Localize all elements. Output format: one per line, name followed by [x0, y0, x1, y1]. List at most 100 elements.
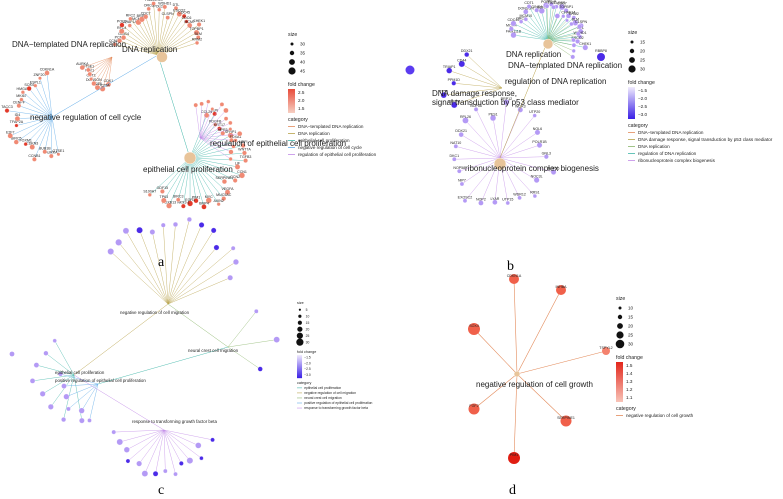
- category-label: DNA replication: [506, 50, 561, 59]
- gene-label: ESCO2: [173, 9, 185, 13]
- network-edge: [189, 113, 215, 159]
- gene-node: [464, 52, 470, 58]
- gene-node: [273, 336, 280, 343]
- network-edge: [547, 7, 554, 41]
- gene-node: [14, 123, 19, 128]
- gene-node: [223, 116, 229, 121]
- category-node: [513, 370, 521, 378]
- panel-c: negative regulation of cell migrationneu…: [9, 216, 373, 477]
- network-edge: [139, 230, 169, 305]
- gene-node: [149, 229, 156, 235]
- gene-label: CCNB1: [28, 154, 40, 158]
- gene-label: DKC1: [450, 154, 460, 158]
- network-edge: [195, 105, 201, 139]
- gene-label: SOX4: [24, 83, 34, 87]
- legend-fc-value: −1.5: [304, 356, 311, 360]
- network-edge: [189, 157, 228, 193]
- gene-node: [468, 403, 480, 415]
- network-edge: [199, 137, 234, 147]
- gene-label: RBBP8: [448, 100, 460, 104]
- legend-fc-value: 2.0: [298, 98, 305, 103]
- gene-label: PIM1: [192, 195, 200, 199]
- gene-node: [597, 53, 605, 61]
- legend-fc-value: 1.4: [626, 371, 633, 376]
- legend-category-label: DNA−templated DNA replication: [298, 124, 364, 129]
- gene-label: ESCO2: [571, 36, 583, 40]
- gene-label: DDX21: [455, 129, 467, 133]
- network-edge: [39, 78, 53, 118]
- network-edge: [189, 157, 238, 168]
- legend-fc-value: −2.0: [638, 96, 648, 101]
- legend-size-value: 30: [300, 42, 306, 47]
- legend-size-dot: [628, 65, 636, 73]
- gene-label: NIP7: [458, 179, 466, 183]
- network-edge: [163, 429, 166, 472]
- network-edge: [50, 374, 75, 407]
- network-edge: [63, 383, 99, 387]
- legend-size-title: size: [297, 301, 304, 305]
- gene-label: PES1: [488, 113, 497, 117]
- category-node: [493, 157, 507, 171]
- legend-fc-title: fold change: [288, 82, 315, 88]
- gene-node: [503, 99, 510, 106]
- gene-label: TRIAP1: [443, 65, 456, 69]
- gene-node: [58, 371, 63, 377]
- gene-node: [128, 16, 133, 21]
- gene-node: [565, 13, 572, 19]
- gene-node: [193, 29, 200, 36]
- gene-node: [117, 38, 123, 44]
- gene-label: DONSON: [518, 6, 534, 10]
- gene-label: NPR3: [218, 128, 228, 132]
- legend-category-label: epithelial cell proliferation: [298, 138, 350, 143]
- gene-node: [558, 3, 565, 11]
- gene-node: [219, 102, 225, 107]
- network-edge: [199, 137, 231, 160]
- category-label: DNA−templated DNA replication: [508, 61, 622, 70]
- network-edge: [461, 63, 503, 89]
- gene-label: TSPYL2: [599, 346, 612, 350]
- legend-fc-value: 1.1: [626, 395, 633, 400]
- gene-label: HOXB13: [162, 200, 176, 204]
- gene-node: [517, 195, 522, 201]
- gene-node: [56, 152, 61, 157]
- gene-node: [229, 137, 234, 143]
- network-edge: [97, 346, 229, 385]
- category-label: regulation of epithelial cell proliferat…: [210, 139, 346, 148]
- network-edge: [547, 6, 557, 41]
- gene-label: ZNF207: [33, 73, 46, 77]
- gene-node: [147, 192, 152, 197]
- network-edge: [167, 303, 229, 348]
- network-edge: [199, 104, 223, 139]
- gene-label: FGF2: [469, 404, 478, 408]
- legend-size-value: 30: [628, 342, 634, 347]
- network-edge: [157, 32, 197, 56]
- gene-node: [136, 226, 143, 234]
- legend-fc-bar: [616, 362, 623, 402]
- gene-node: [201, 204, 207, 210]
- gene-node: [122, 227, 130, 234]
- network-edge: [102, 56, 113, 89]
- network-edge: [189, 157, 224, 199]
- gene-label: CDKN3: [26, 142, 38, 146]
- gene-label: MCM7: [184, 20, 195, 24]
- gene-label: PPM1D: [448, 78, 461, 82]
- gene-node: [29, 378, 36, 384]
- legend-size-value: 15: [306, 321, 310, 325]
- network-edge: [465, 120, 501, 159]
- legend-size-dot: [289, 59, 295, 65]
- gene-node: [210, 227, 217, 234]
- legend-size-dot: [296, 338, 304, 346]
- network-edge: [125, 230, 169, 305]
- gene-node: [561, 14, 566, 19]
- legend-fc-value: −3.0: [304, 373, 311, 377]
- gene-label: BIRC3: [173, 194, 184, 198]
- gene-node: [61, 417, 67, 423]
- gene-node: [160, 197, 167, 204]
- gene-node: [446, 67, 453, 74]
- gene-node: [178, 461, 184, 466]
- gene-node: [9, 351, 15, 357]
- gene-node: [510, 32, 517, 39]
- network-edge: [6, 110, 53, 118]
- network-edge: [36, 364, 75, 376]
